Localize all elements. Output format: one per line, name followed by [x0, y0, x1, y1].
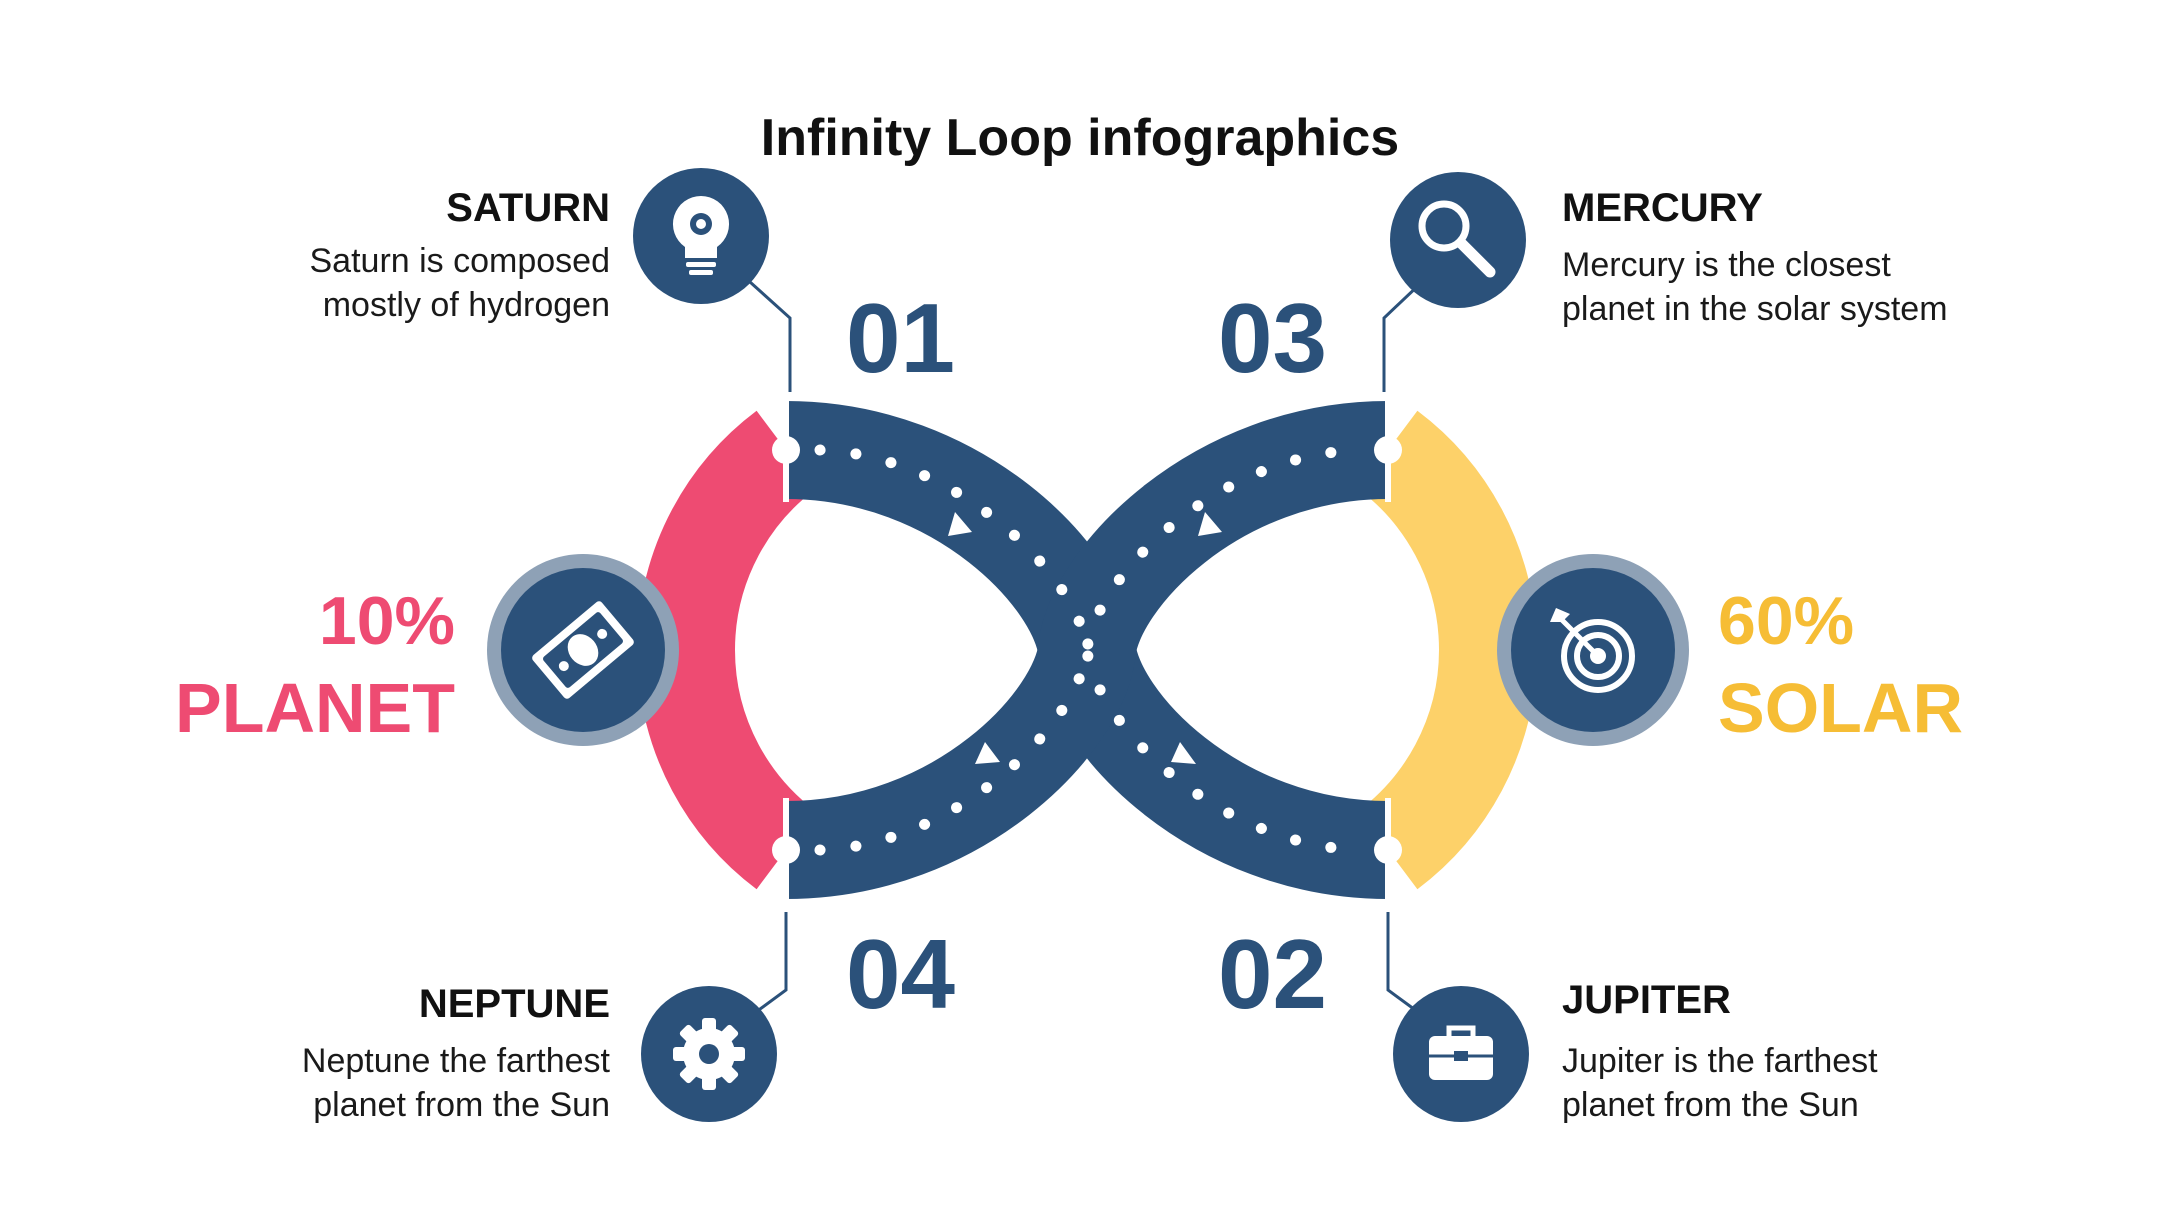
page-title: Infinity Loop infographics [760, 109, 1400, 167]
direction-arrow-upper-right [1198, 512, 1222, 536]
jupiter-heading: JUPITER [1562, 978, 1731, 1022]
planet-label: PLANET [175, 669, 455, 747]
planet-percent: 10% [318, 583, 455, 659]
step-number-04: 04 [846, 919, 956, 1029]
target-icon [1550, 608, 1635, 693]
money-icon [532, 601, 634, 699]
loop-dots-ascending [814, 444, 1366, 856]
connector-neptune [755, 912, 788, 1014]
jupiter-line-2: planet from the Sun [1562, 1086, 1859, 1124]
neptune-line-2: planet from the Sun [313, 1086, 610, 1124]
neptune-text-block: NEPTUNE Neptune the farthest planet from… [180, 982, 610, 1127]
saturn-text-block: SATURN Saturn is composed mostly of hydr… [200, 186, 611, 327]
jupiter-line-1: Jupiter is the farthest [1562, 1042, 1878, 1080]
solar-label: SOLAR [1718, 669, 1963, 747]
connector-jupiter [1386, 912, 1419, 1014]
direction-arrow-lower-right [1171, 742, 1196, 764]
neptune-line-1: Neptune the farthest [301, 1042, 610, 1080]
jupiter-text-block: JUPITER Jupiter is the farthest planet f… [1562, 978, 2042, 1127]
saturn-badge [633, 168, 769, 304]
connector-saturn [748, 280, 792, 392]
saturn-line-1: Saturn is composed [309, 242, 611, 280]
lightbulb-icon [672, 195, 730, 275]
right-loop-arc [1357, 410, 1537, 890]
mercury-text-block: MERCURY Mercury is the closest planet in… [1562, 186, 2042, 331]
neptune-heading: NEPTUNE [418, 982, 610, 1026]
junction-dot-top-right [1374, 436, 1402, 464]
step-number-02: 02 [1218, 919, 1328, 1029]
connector-mercury [1382, 280, 1424, 392]
junction-dot-bottom-left [772, 836, 800, 864]
junction-dot-bottom-right [1374, 836, 1402, 864]
jupiter-badge [1393, 986, 1529, 1122]
magnifier-icon [1418, 200, 1496, 278]
solar-stat-badge [1497, 554, 1689, 746]
mercury-line-1: Mercury is the closest [1562, 246, 1891, 284]
left-loop-arc [637, 410, 817, 890]
mercury-heading: MERCURY [1562, 186, 1763, 230]
gear-icon [673, 1018, 745, 1090]
saturn-line-2: mostly of hydrogen [322, 286, 610, 324]
step-number-03: 03 [1218, 283, 1328, 393]
direction-arrow-upper-left [948, 512, 972, 536]
mercury-badge [1390, 172, 1526, 308]
junction-dot-top-left [772, 436, 800, 464]
saturn-heading: SATURN [446, 186, 610, 230]
loop-dots-descending [814, 444, 1366, 856]
direction-arrow-lower-left [975, 742, 1000, 764]
solar-percent: 60% [1718, 583, 1855, 659]
planet-stat-badge [487, 554, 679, 746]
loop-band-ascending [784, 401, 1390, 899]
neptune-badge [641, 986, 777, 1122]
briefcase-icon [1429, 1025, 1493, 1080]
mercury-line-2: planet in the solar system [1562, 290, 1948, 328]
step-number-01: 01 [846, 283, 956, 393]
